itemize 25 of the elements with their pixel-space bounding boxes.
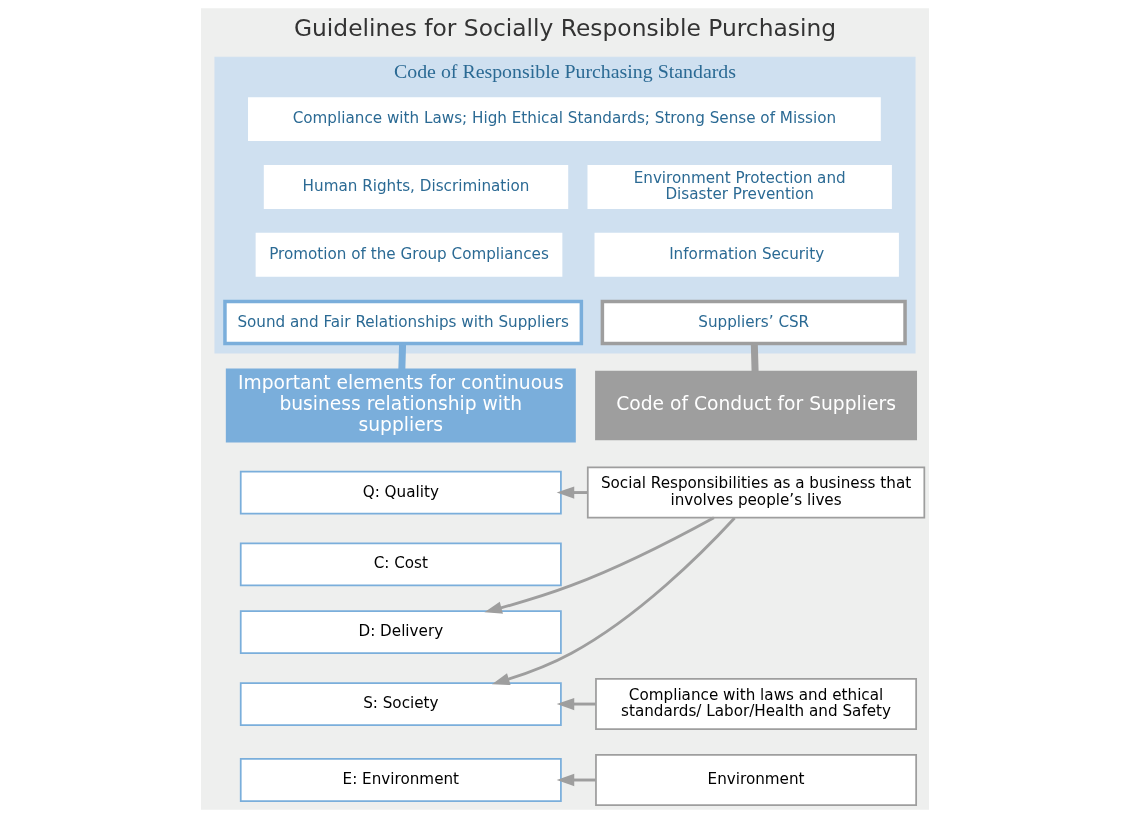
arrow — [556, 486, 588, 499]
node-box: Environment — [594, 754, 917, 806]
node-box: Human Rights, Discrimination — [263, 165, 568, 209]
node-box: Information Security — [594, 232, 899, 277]
node-box: Important elements for continuous business relationship with suppliers — [225, 368, 576, 443]
node-box: Compliance with laws and ethical standards/ Labor/Health and Safety — [594, 678, 917, 731]
node-box: Code of Conduct for Suppliers — [594, 370, 917, 441]
node-box: Sound and Fair Relationships with Suppliers — [222, 299, 583, 346]
node-box: C: Cost — [239, 542, 562, 587]
node-box: Promotion of the Group Compliances — [255, 232, 562, 277]
node-box: S: Society — [239, 682, 562, 726]
arrow — [483, 516, 715, 614]
connector — [397, 343, 406, 370]
diagram-title: Guidelines for Socially Responsible Purchasing — [293, 14, 836, 43]
node-box: D: Delivery — [239, 610, 562, 655]
node-box: Compliance with Laws; High Ethical Standards; Strong Sense of Mission — [247, 97, 881, 142]
arrow — [556, 773, 596, 787]
arrow — [491, 516, 736, 685]
connector — [750, 343, 759, 372]
node-box: E: Environment — [239, 758, 562, 802]
arrow — [556, 697, 596, 711]
node-box: Social Responsibilities as a business that involves people’s lives — [586, 466, 925, 519]
node-box: Environment Protection and Disaster Prevention — [587, 165, 892, 209]
node-box: Q: Quality — [239, 470, 562, 515]
node-box: Suppliers’ CSR — [600, 299, 907, 346]
